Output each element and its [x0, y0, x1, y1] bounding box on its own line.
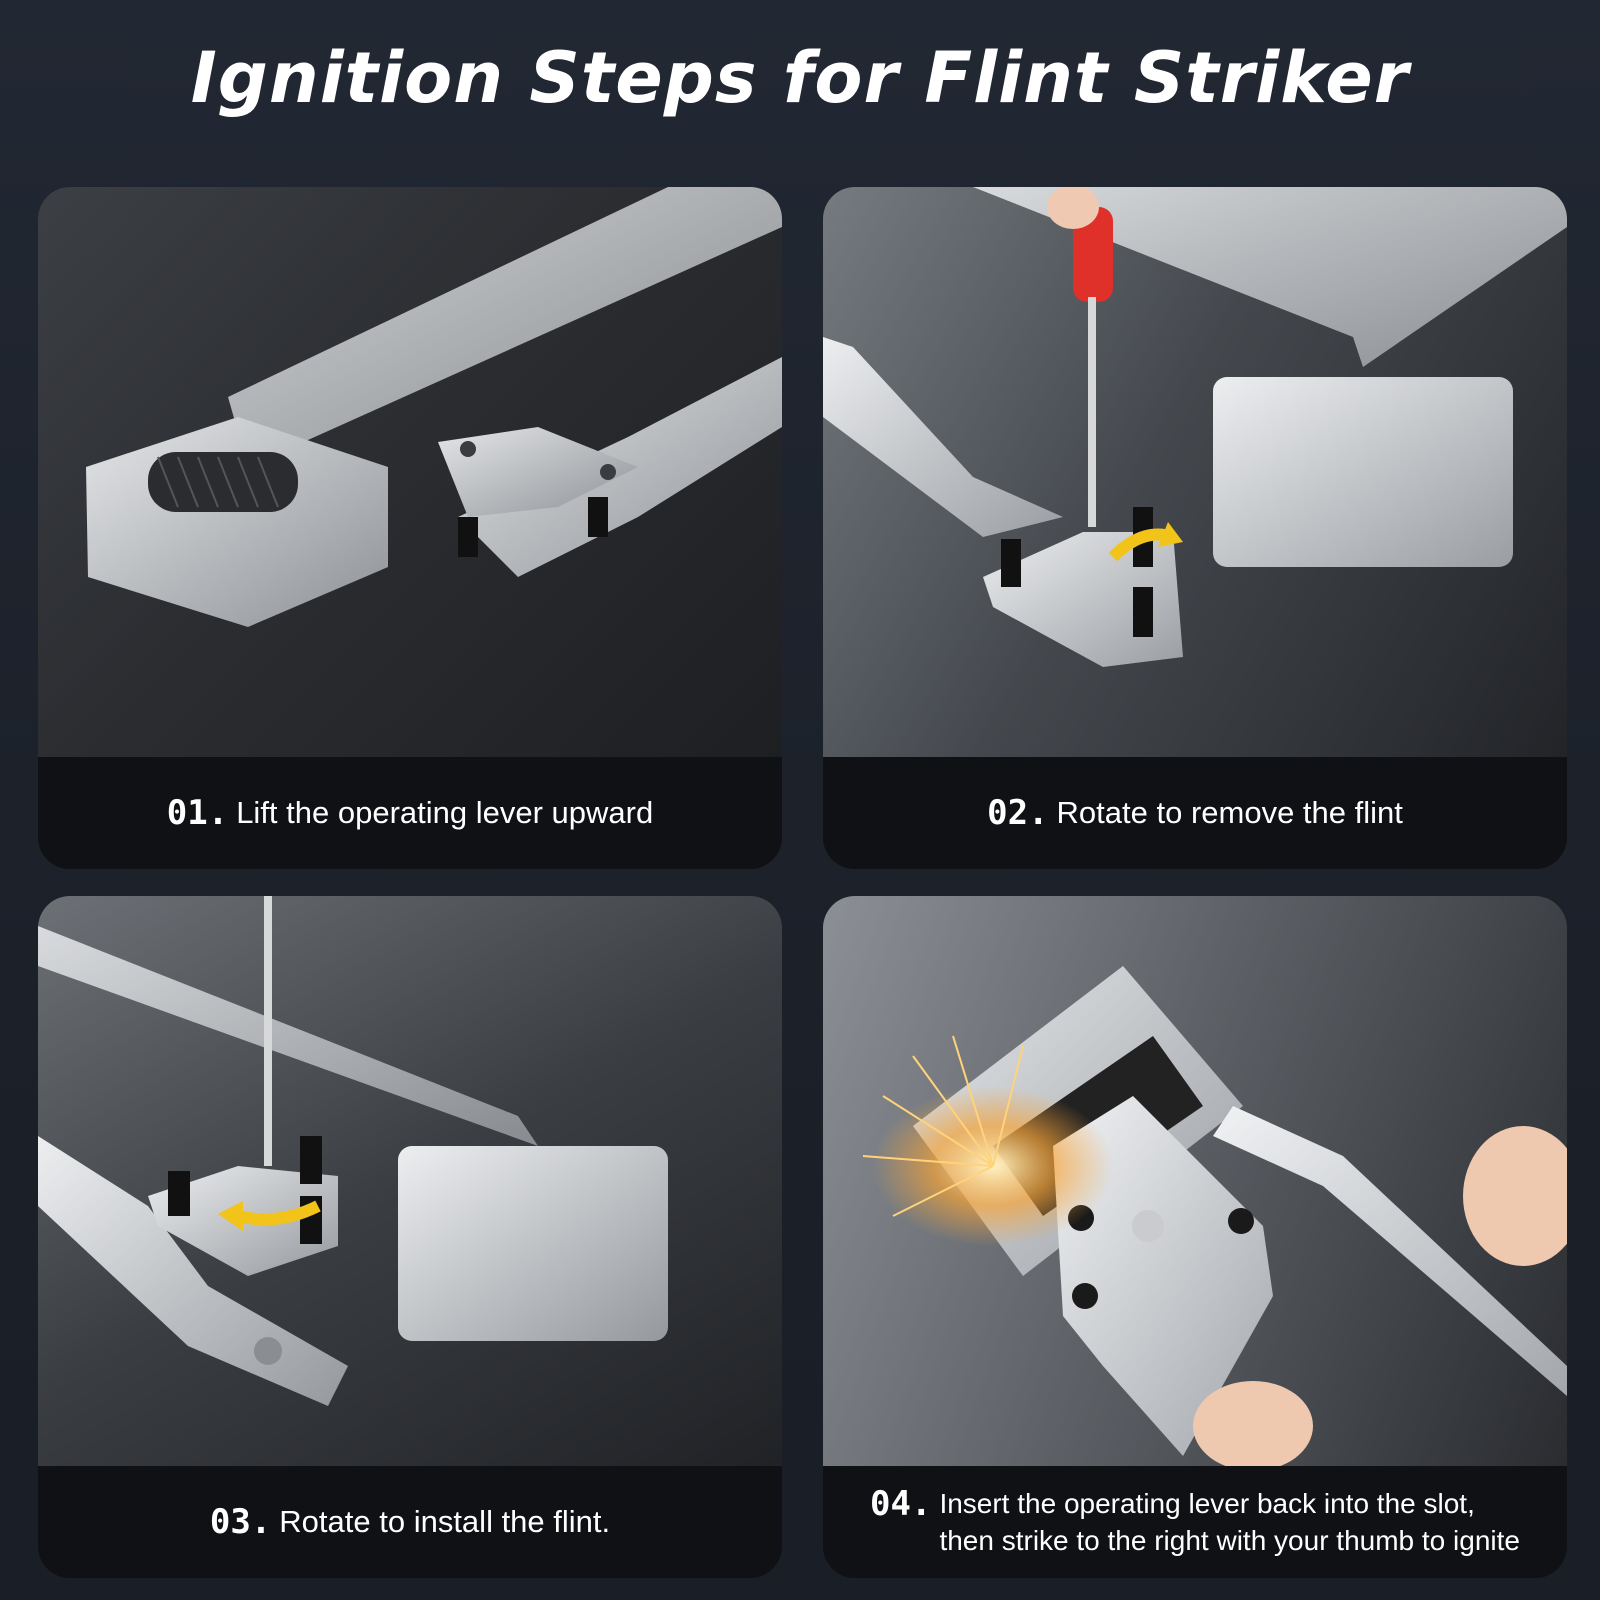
- step-1-caption: 01. Lift the operating lever upward: [38, 757, 782, 869]
- step-card-4: 04. Insert the operating lever back into…: [823, 896, 1567, 1578]
- step-3-number: 03.: [209, 1502, 272, 1542]
- page-title: Ignition Steps for Flint Striker: [190, 37, 1410, 119]
- step-4-text: Insert the operating lever back into the…: [939, 1488, 1520, 1556]
- thumb-striking-spark-illustration: [862, 966, 1567, 1466]
- step-card-3: 03. Rotate to install the flint.: [38, 896, 782, 1578]
- step-card-2: 02. Rotate to remove the flint: [823, 187, 1567, 869]
- step-card-1: 01. Lift the operating lever upward: [38, 187, 782, 869]
- step-4-number: 04.: [870, 1484, 932, 1524]
- step-2-photo: [823, 187, 1567, 757]
- step-1-photo: [38, 187, 782, 757]
- step-4-caption-wrap: 04. Insert the operating lever back into…: [870, 1485, 1520, 1559]
- step-3-photo: [38, 896, 782, 1466]
- step-4-photo: [823, 896, 1567, 1466]
- step-1-number: 01.: [166, 793, 229, 833]
- step-2-text: Rotate to remove the flint: [1056, 795, 1403, 830]
- screwdriver-installing-flint-illustration: [38, 896, 668, 1406]
- step-2-number: 02.: [987, 793, 1049, 833]
- step-2-caption: 02. Rotate to remove the flint: [823, 757, 1567, 869]
- step-1-text: Lift the operating lever upward: [236, 795, 654, 830]
- step-3-caption: 03. Rotate to install the flint.: [38, 1466, 782, 1578]
- flint-striker-lever-lifted-illustration: [86, 187, 782, 627]
- step-4-caption: 04. Insert the operating lever back into…: [823, 1466, 1567, 1578]
- step-3-text: Rotate to install the flint.: [279, 1504, 611, 1539]
- screwdriver-removing-flint-illustration: [823, 187, 1567, 667]
